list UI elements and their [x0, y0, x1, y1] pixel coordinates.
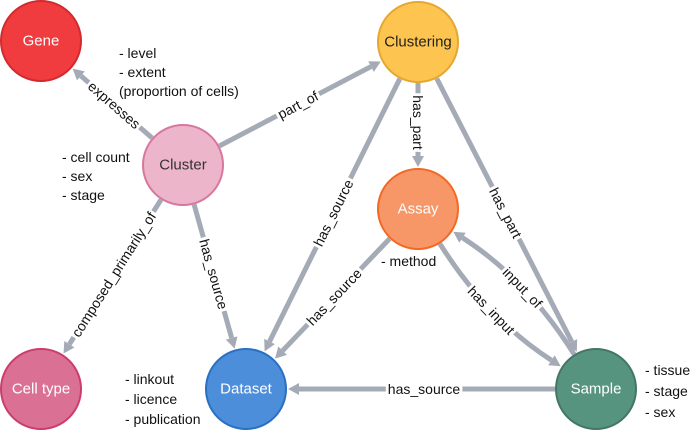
- arrow-head-icon: [566, 339, 578, 352]
- edge-part-of[interactable]: part_of: [218, 61, 381, 149]
- edge-label: has_source: [388, 381, 461, 397]
- edge-cluster-has-source[interactable]: has_source: [191, 203, 238, 349]
- assay-attr-method: - method: [381, 253, 436, 269]
- edge-label-background: [66, 206, 162, 343]
- arrow-head-icon: [72, 68, 85, 81]
- arrow-head-icon: [288, 383, 299, 395]
- node-circle: [0, 0, 82, 82]
- edge-label-background: [497, 262, 548, 314]
- arrow-head-icon: [412, 156, 424, 167]
- edge-clustering-has-part-assay[interactable]: has_part: [409, 83, 427, 167]
- edge-label: composed_primarily_of: [68, 209, 159, 340]
- edge-label: has_part: [410, 95, 426, 150]
- cluster-attr-stage: - stage: [62, 187, 105, 203]
- expresses-attr-level: - level: [119, 45, 156, 61]
- node-label: Assay: [398, 201, 439, 218]
- arrow-head-icon: [453, 231, 466, 243]
- expresses-attr-extent: - extent: [119, 64, 166, 80]
- edge-label-background: [272, 85, 324, 124]
- node-label: Cell type: [12, 381, 70, 398]
- node-label: Sample: [571, 381, 622, 398]
- arrow-head-icon: [264, 338, 275, 352]
- node-dataset[interactable]: Dataset: [205, 348, 287, 430]
- edge-label-background: [301, 262, 368, 331]
- edge-label-background: [484, 182, 528, 244]
- node-label: Cluster: [159, 157, 207, 174]
- edge-label-background: [308, 174, 359, 252]
- cluster-attr-cell-count: - cell count: [62, 149, 130, 165]
- edge-label: input_of: [500, 264, 546, 311]
- arrow-head-icon: [275, 346, 287, 359]
- edge-label-background: [194, 234, 233, 314]
- edge-label: has_input: [465, 283, 519, 338]
- node-circle: [142, 124, 224, 206]
- node-assay[interactable]: Assay: [377, 168, 459, 250]
- edge-label-background: [385, 380, 463, 398]
- node-circle: [555, 348, 637, 430]
- node-sample[interactable]: Sample: [555, 348, 637, 430]
- node-gene[interactable]: Gene: [0, 0, 82, 82]
- sample-attr-sex: - sex: [645, 404, 675, 420]
- cluster-attr-sex: - sex: [62, 168, 92, 184]
- node-label: Dataset: [220, 381, 273, 398]
- edge-composed-primarily-of[interactable]: composed_primarily_of: [63, 198, 164, 354]
- sample-attr-tissue: - tissue: [645, 362, 690, 378]
- arrow-head-icon: [63, 341, 75, 354]
- edge-sample-has-source[interactable]: has_source: [288, 380, 555, 398]
- dataset-attr-licence: - licence: [125, 391, 177, 407]
- node-circle: [377, 168, 459, 250]
- node-label: Clustering: [384, 34, 452, 51]
- node-circle: [0, 348, 82, 430]
- node-celltype[interactable]: Cell type: [0, 348, 82, 430]
- node-label: Gene: [23, 33, 60, 50]
- sample-attr-stage: - stage: [645, 383, 688, 399]
- edge-label-background: [409, 93, 427, 152]
- dataset-attr-linkout: - linkout: [125, 371, 174, 387]
- arrow-head-icon: [548, 355, 561, 367]
- node-circle: [205, 348, 287, 430]
- edge-label-background: [82, 75, 146, 135]
- edge-label: has_source: [196, 237, 231, 311]
- edge-label: has_source: [310, 177, 357, 249]
- dataset-attr-publication: - publication: [125, 411, 201, 427]
- node-clustering[interactable]: Clustering: [377, 1, 459, 83]
- node-cluster[interactable]: Cluster: [142, 124, 224, 206]
- expresses-attr-proportion: (proportion of cells): [119, 83, 239, 99]
- arrow-head-icon: [368, 61, 381, 72]
- attributes-layer: - level - extent (proportion of cells) -…: [62, 45, 690, 427]
- edge-label: part_of: [275, 88, 321, 122]
- edge-label-background: [462, 280, 521, 341]
- edge-label: has_source: [303, 265, 365, 329]
- node-circle: [377, 1, 459, 83]
- arrow-head-icon: [225, 336, 238, 349]
